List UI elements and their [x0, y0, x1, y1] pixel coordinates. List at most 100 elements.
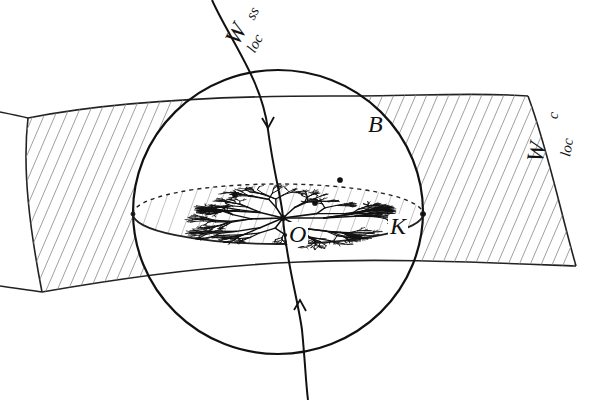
branch [229, 197, 234, 198]
branch [206, 214, 210, 215]
branch [218, 237, 227, 238]
branch [281, 238, 282, 240]
branch [351, 204, 356, 205]
branch [221, 222, 232, 225]
hatch-line [317, 90, 407, 300]
branch [345, 213, 361, 215]
branch [316, 191, 318, 192]
superscript: c [545, 111, 561, 120]
branch [335, 201, 339, 203]
branch [214, 208, 217, 209]
hatch-line [20, 90, 110, 300]
branch [200, 238, 207, 240]
branch [219, 230, 222, 231]
branch [215, 215, 217, 216]
branch [379, 213, 388, 214]
branch [378, 213, 383, 214]
branch [316, 193, 320, 195]
branch [374, 203, 379, 204]
branch [212, 207, 214, 209]
branch [246, 187, 252, 189]
branch [293, 189, 297, 191]
branch [356, 237, 358, 239]
branch [349, 231, 358, 233]
branch [194, 214, 197, 216]
branch [227, 211, 233, 214]
branch [231, 200, 235, 201]
branch [250, 192, 264, 194]
branch [259, 185, 264, 186]
branch [238, 233, 248, 237]
branch [314, 245, 315, 248]
branch [385, 207, 393, 209]
branch [374, 207, 385, 209]
branch [200, 217, 202, 218]
branch [190, 233, 196, 234]
branch [254, 192, 264, 194]
branch [242, 239, 244, 241]
branch [216, 231, 237, 232]
branch [302, 194, 304, 196]
branch [360, 213, 368, 215]
branch [213, 201, 219, 202]
branch [202, 212, 206, 214]
branch [228, 201, 230, 203]
branch [206, 226, 209, 227]
branch [374, 234, 380, 236]
branch [217, 198, 223, 200]
hatch-line [75, 90, 165, 300]
branch [365, 232, 374, 234]
branch [301, 247, 307, 249]
hatch-line [515, 90, 590, 300]
branch [386, 212, 393, 213]
branch [269, 199, 277, 207]
branch [320, 238, 327, 239]
branch [316, 193, 319, 195]
hatch-line [229, 90, 319, 300]
branch [289, 190, 293, 192]
branch [350, 202, 353, 204]
branch [211, 207, 224, 209]
branch [197, 211, 201, 212]
branch [196, 210, 201, 211]
branch [362, 208, 369, 211]
branch [220, 240, 223, 241]
branch [323, 204, 325, 208]
branch [240, 241, 242, 242]
hatch-line [0, 90, 77, 300]
branch [240, 241, 242, 242]
branch [259, 228, 275, 233]
hatch-line [581, 90, 590, 300]
hatch-line [86, 90, 176, 300]
branch [339, 243, 348, 245]
branch [280, 241, 282, 243]
branch [299, 246, 304, 247]
branch [196, 207, 201, 208]
hatch-line [185, 90, 275, 300]
branch [312, 192, 314, 194]
branch [218, 238, 222, 239]
branch [308, 241, 310, 242]
branch [324, 242, 330, 243]
branch [283, 241, 285, 243]
branch [315, 245, 320, 247]
branch [382, 205, 385, 206]
branch [237, 240, 241, 242]
hatch-line [31, 90, 121, 300]
branch [335, 236, 337, 240]
branch [206, 230, 211, 231]
branch [276, 243, 280, 244]
branch [205, 204, 206, 206]
branch [210, 226, 214, 227]
branch [313, 248, 315, 250]
branch [188, 221, 195, 223]
hatch-line [120, 180, 145, 250]
branch [229, 202, 233, 204]
branch [196, 216, 205, 218]
branch [324, 214, 350, 218]
branch [212, 215, 214, 216]
branch [228, 240, 235, 242]
branch [320, 195, 324, 197]
hatch-line [482, 90, 572, 300]
